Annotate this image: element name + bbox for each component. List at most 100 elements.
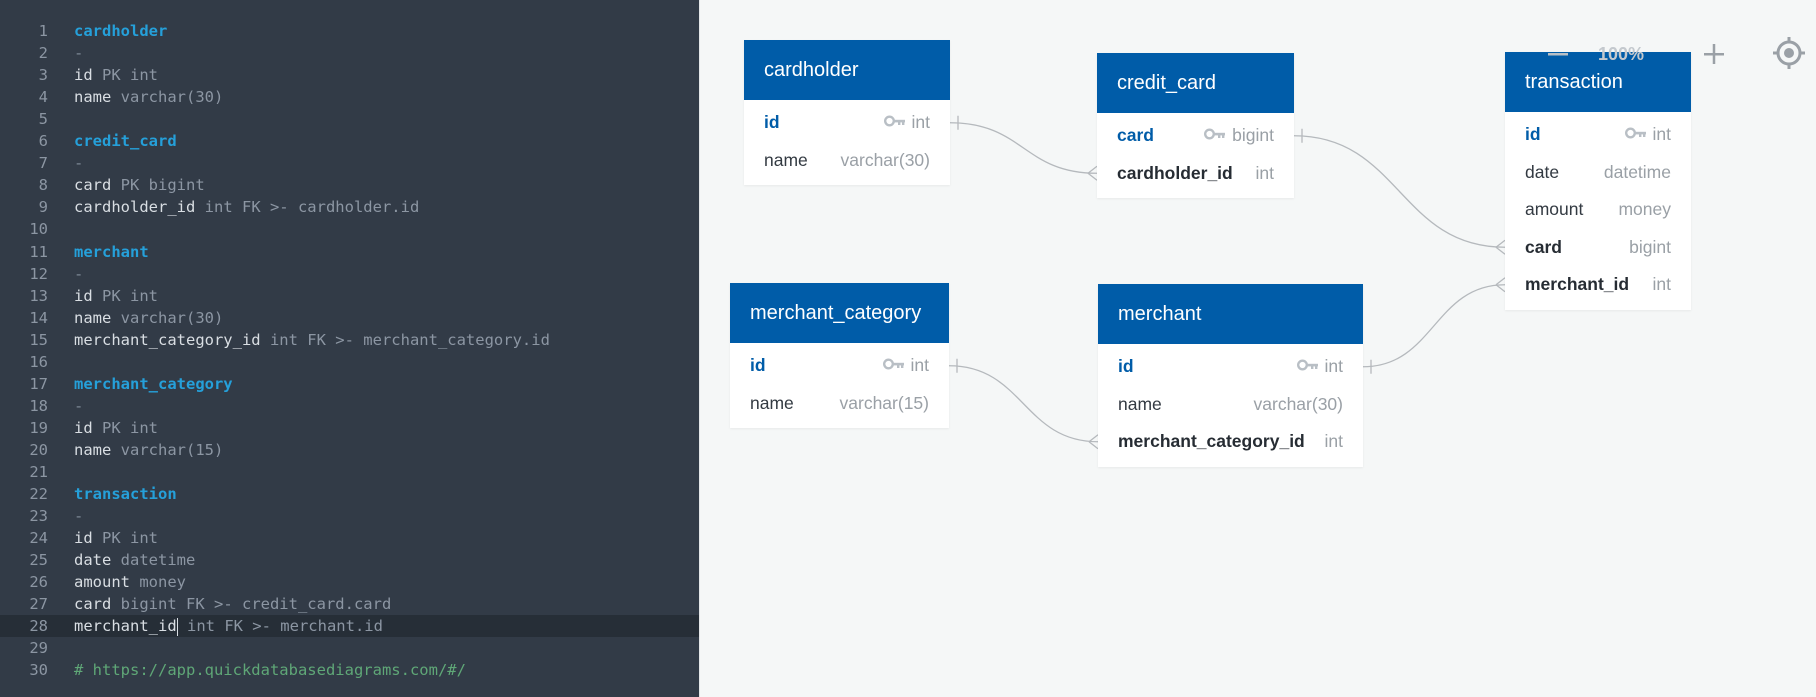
field-type-label: varchar(15) <box>839 392 929 413</box>
field-type-label: int <box>1324 356 1343 376</box>
key-icon <box>882 346 905 384</box>
center-view-button[interactable] <box>1772 36 1806 70</box>
line-number: 20 <box>29 440 48 459</box>
zoom-out-button[interactable] <box>1544 40 1572 68</box>
code-token: id <box>74 66 102 85</box>
field-name: id <box>764 112 780 132</box>
code-token: merchant_id <box>74 617 177 636</box>
code-token: cardholder_id <box>74 198 205 217</box>
code-line[interactable]: 29 <box>0 637 699 659</box>
table-title[interactable]: merchant <box>1098 284 1363 344</box>
field-name: date <box>1525 161 1560 182</box>
code-line[interactable]: 30# https://app.quickdatabasediagrams.co… <box>0 659 699 681</box>
code-text: name varchar(30) <box>74 86 223 108</box>
code-line[interactable]: 12- <box>0 263 699 285</box>
minus-icon <box>1548 53 1568 56</box>
code-line[interactable]: 3 id PK int <box>0 64 699 86</box>
code-text: id PK int <box>74 417 158 439</box>
code-line[interactable]: 7- <box>0 152 699 174</box>
code-token: money <box>139 573 186 592</box>
code-text: - <box>74 505 83 527</box>
code-line[interactable]: 16 <box>0 351 699 373</box>
field-type-label: money <box>1618 199 1671 219</box>
code-token: - <box>74 507 84 526</box>
code-token: PK int <box>102 66 158 85</box>
code-line[interactable]: 5 <box>0 108 699 130</box>
field-type: bigint <box>1204 117 1274 155</box>
field-name: id <box>750 355 766 375</box>
line-number: 10 <box>29 220 48 239</box>
table-title[interactable]: cardholder <box>744 40 950 100</box>
code-token: varchar(15) <box>120 440 224 459</box>
code-line[interactable]: 23- <box>0 505 699 527</box>
code-token: - <box>74 396 84 415</box>
code-line[interactable]: 21 <box>0 461 699 483</box>
line-number: 11 <box>29 242 48 261</box>
code-text: - <box>74 152 83 174</box>
line-number: 3 <box>38 66 48 85</box>
table-title[interactable]: merchant_category <box>730 283 949 343</box>
line-number: 13 <box>29 286 48 305</box>
line-number: 12 <box>29 264 48 283</box>
plus-icon <box>1704 44 1724 64</box>
field-name: name <box>750 392 794 413</box>
code-token: date <box>74 551 121 570</box>
table-title[interactable]: credit_card <box>1097 53 1294 113</box>
field-name: cardholder_id <box>1117 162 1233 183</box>
code-token: PK bigint <box>120 176 205 195</box>
field-type: int <box>1325 423 1343 461</box>
code-text: card bigint FK >- credit_card.card <box>74 593 391 615</box>
code-token: name <box>74 308 121 327</box>
code-line[interactable]: 10 <box>0 218 699 240</box>
code-line[interactable]: 18- <box>0 395 699 417</box>
code-line[interactable]: 2- <box>0 42 699 64</box>
table-title[interactable]: transaction <box>1505 52 1691 112</box>
zoom-in-button[interactable] <box>1700 40 1728 68</box>
code-text: cardholder <box>74 20 167 42</box>
code-text: - <box>74 42 83 64</box>
field-row[interactable]: name varchar(15) <box>730 385 949 423</box>
field-type-label: bigint <box>1629 236 1671 257</box>
code-token: PK int <box>102 418 158 437</box>
code-text: # https://app.quickdatabasediagrams.com/… <box>74 659 466 681</box>
